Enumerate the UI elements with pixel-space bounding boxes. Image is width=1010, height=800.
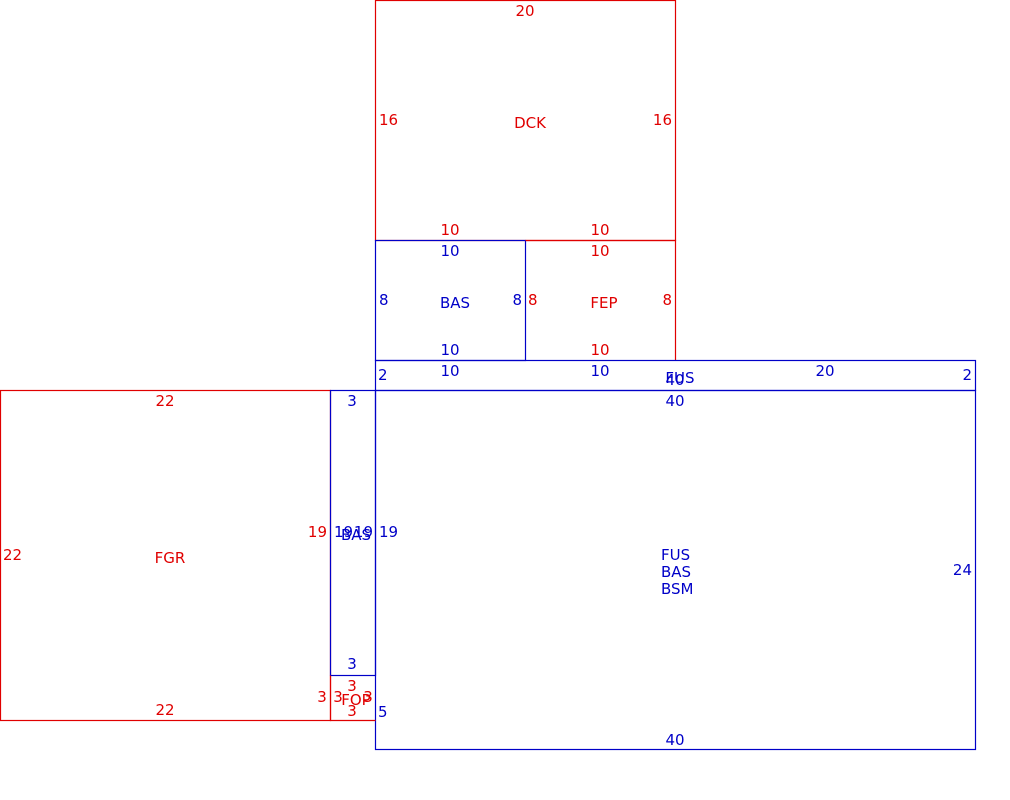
area-fus-strip-name: FUS: [665, 369, 694, 387]
dim-fgr-bottom: 22: [155, 701, 174, 719]
dim-main-right: 24: [953, 561, 972, 579]
dim-fep-top: 10: [590, 242, 609, 260]
dim-fus-strip-top-left: 10: [440, 362, 459, 380]
dim-fop-right: 3: [363, 688, 373, 706]
area-fop-name: FOP: [341, 691, 370, 709]
area-dck: DCK 20 16 16 10 10: [374, 0, 677, 242]
area-bas-narrow-name: BAS: [341, 526, 371, 544]
area-fop: FOP 3 3 3 3 3: [317, 675, 376, 722]
dim-fus-strip-top-mid: 10: [590, 362, 609, 380]
dim-bas-upper-left: 8: [379, 291, 389, 309]
dim-fop-top: 3: [347, 677, 357, 695]
dim-fus-strip-top-right: 20: [815, 362, 834, 380]
area-bas-upper: BAS 10 8 8 10: [374, 239, 527, 362]
dim-main-left-lower: 5: [378, 703, 388, 721]
area-main: FUS BAS BSM 19 5 24 40: [374, 389, 977, 751]
dim-fep-bottom: 10: [590, 341, 609, 359]
area-fep: FEP 10 8 8 10: [525, 239, 677, 361]
dim-dck-right: 16: [653, 111, 672, 129]
dim-bas-upper-right: 8: [512, 291, 522, 309]
dim-bas-narrow-top: 3: [347, 392, 357, 410]
dim-dck-left: 16: [379, 111, 398, 129]
dim-main-left-upper: 19: [379, 523, 398, 541]
dim-fep-left: 8: [528, 291, 538, 309]
area-fgr: FGR 22 22 19 22: [0, 389, 332, 722]
dim-fus-strip-top-total: 40: [665, 371, 684, 389]
dim-fus-strip-right: 2: [962, 366, 972, 384]
dim-dck-bottom-right: 10: [590, 221, 609, 239]
area-bas-upper-name: BAS: [440, 294, 470, 312]
dim-fus-strip-left: 2: [378, 366, 388, 384]
dim-bas-narrow-left: 19: [334, 523, 353, 541]
area-fep-outline: [525, 239, 677, 361]
area-fep-name: FEP: [590, 294, 617, 312]
area-fus-strip: FUS 40 10 10 20 2 2 40: [374, 359, 977, 410]
area-fop-outline: [329, 675, 376, 722]
area-bas-narrow-outline: [329, 389, 377, 677]
dim-fgr-left: 22: [3, 546, 22, 564]
dim-bas-upper-bottom: 10: [440, 341, 459, 359]
dim-fop-left-inner: 3: [333, 688, 343, 706]
dim-fop-bottom: 3: [347, 702, 357, 720]
dim-bas-narrow-right: 19: [354, 523, 373, 541]
dim-fus-strip-bottom: 40: [665, 392, 684, 410]
area-bas-narrow: BAS 3 19 19 3: [329, 389, 377, 677]
area-main-name-3: BSM: [661, 580, 694, 598]
dim-dck-top: 20: [515, 2, 534, 20]
dim-bas-upper-top: 10: [440, 242, 459, 260]
dim-main-bottom: 40: [665, 731, 684, 749]
area-main-name-2: BAS: [661, 563, 691, 581]
dim-fop-left-outer: 3: [317, 688, 327, 706]
dim-bas-narrow-bottom: 3: [347, 655, 357, 673]
dim-fgr-right: 19: [308, 523, 327, 541]
area-main-name-1: FUS: [661, 546, 690, 564]
dim-dck-bottom-left: 10: [440, 221, 459, 239]
dim-fgr-top: 22: [155, 392, 174, 410]
dim-fep-right: 8: [662, 291, 672, 309]
area-dck-name: DCK: [514, 114, 547, 132]
area-fgr-name: FGR: [155, 549, 186, 567]
